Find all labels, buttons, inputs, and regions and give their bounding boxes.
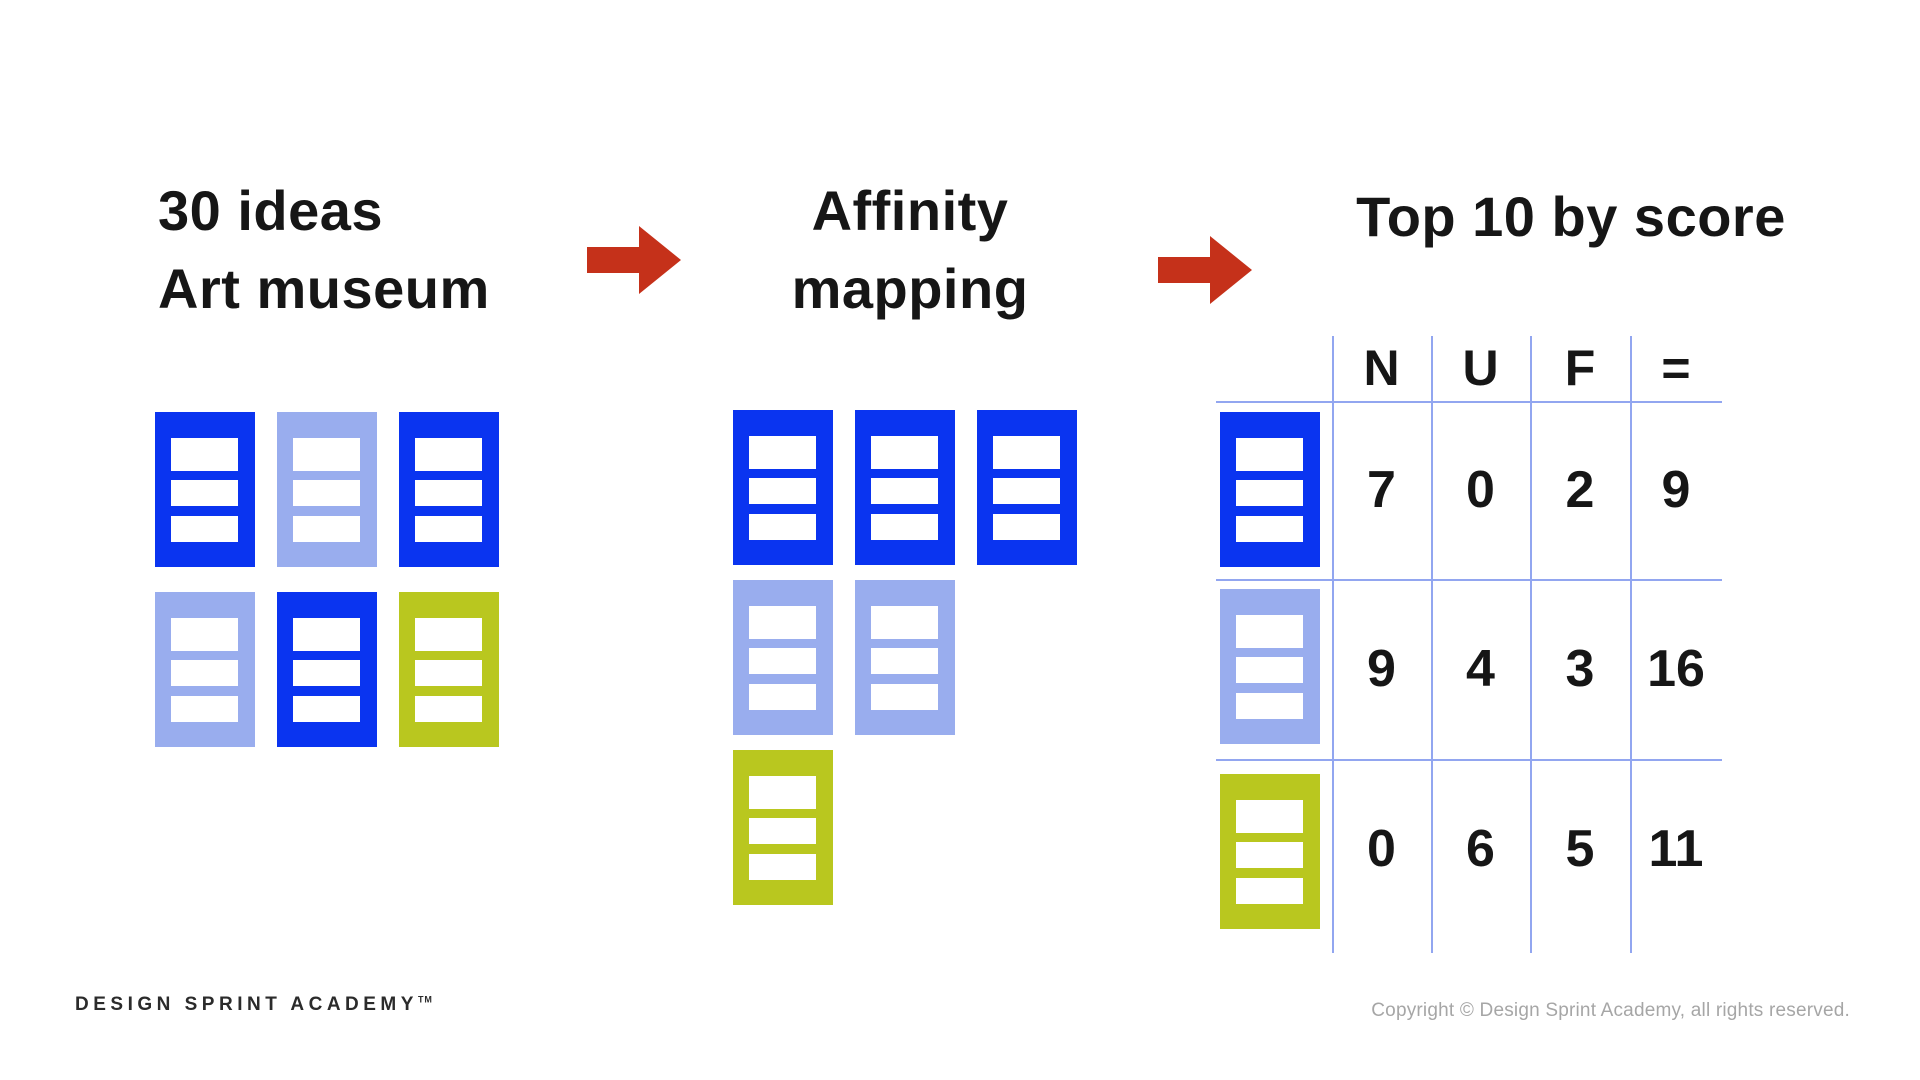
- affinity-group-row: [733, 410, 1077, 565]
- column-header-total: =: [1661, 340, 1691, 396]
- table-grid-hline: [1216, 579, 1722, 581]
- column-header-u: U: [1462, 340, 1499, 396]
- score-cell: 7: [1367, 461, 1396, 519]
- sticky-note-card-icon: [399, 412, 499, 567]
- sticky-note-card-icon: [977, 410, 1077, 565]
- affinity-group-row: [733, 750, 833, 905]
- step3-title-text: Top 10 by score: [1356, 185, 1786, 248]
- sticky-note-card-icon: [733, 410, 833, 565]
- score-cell: 9: [1367, 640, 1396, 698]
- score-cell: 9: [1661, 461, 1691, 519]
- step2-title: Affinity mapping: [728, 172, 1092, 328]
- right-arrow-shape: [587, 226, 681, 294]
- trademark-symbol: TM: [417, 994, 433, 1005]
- step1-title-line1: 30 ideas: [158, 179, 384, 242]
- step1-title-line2: Art museum: [158, 257, 490, 320]
- score-cell: 5: [1565, 820, 1595, 878]
- right-arrow-shape: [1158, 236, 1252, 304]
- brand-logo: DESIGN SPRINT ACADEMYTM: [75, 994, 433, 1016]
- sticky-note-card-icon: [733, 750, 833, 905]
- score-cell: 2: [1565, 461, 1595, 519]
- score-cell: 3: [1565, 640, 1595, 698]
- table-grid-hline: [1216, 759, 1722, 761]
- score-cell: 16: [1647, 640, 1705, 698]
- sticky-note-card-icon: [733, 580, 833, 735]
- sticky-note-card-icon: [399, 592, 499, 747]
- affinity-group-row: [733, 580, 955, 735]
- sticky-note-card-icon: [1220, 589, 1320, 744]
- score-cell: 4: [1466, 640, 1495, 698]
- sticky-note-card-icon: [277, 412, 377, 567]
- column-header-f: F: [1564, 340, 1596, 396]
- sticky-note-card-icon: [155, 412, 255, 567]
- sticky-note-card-icon: [277, 592, 377, 747]
- step2-title-line2: mapping: [791, 257, 1029, 320]
- step3-title: Top 10 by score: [1351, 178, 1791, 256]
- table-grid-vline: [1530, 336, 1532, 953]
- brand-logo-text: DESIGN SPRINT ACADEMY: [75, 994, 418, 1015]
- right-arrow-icon: [1158, 236, 1252, 304]
- sticky-note-card-icon: [1220, 412, 1320, 567]
- copyright-text: Copyright © Design Sprint Academy, all r…: [1371, 1000, 1850, 1021]
- score-cell: 0: [1466, 461, 1495, 519]
- score-cell: 11: [1648, 820, 1704, 878]
- sticky-note-card-icon: [155, 592, 255, 747]
- table-grid-hline: [1216, 401, 1722, 403]
- ideas-cards-row: [155, 412, 499, 567]
- sticky-note-card-icon: [855, 580, 955, 735]
- table-grid-vline: [1332, 336, 1334, 953]
- step1-title: 30 ideas Art museum: [158, 172, 490, 328]
- table-grid-vline: [1630, 336, 1632, 953]
- right-arrow-icon: [587, 226, 681, 294]
- sticky-note-card-icon: [1220, 774, 1320, 929]
- score-table: N U F = 7 0 2 9 9 4 3 16 0 6 5 11: [1216, 336, 1722, 953]
- score-cell: 0: [1367, 820, 1396, 878]
- step2-title-line1: Affinity: [811, 179, 1009, 242]
- column-header-n: N: [1363, 340, 1400, 396]
- table-grid-vline: [1431, 336, 1433, 953]
- score-cell: 6: [1466, 820, 1495, 878]
- sticky-note-card-icon: [855, 410, 955, 565]
- ideas-cards-row: [155, 592, 499, 747]
